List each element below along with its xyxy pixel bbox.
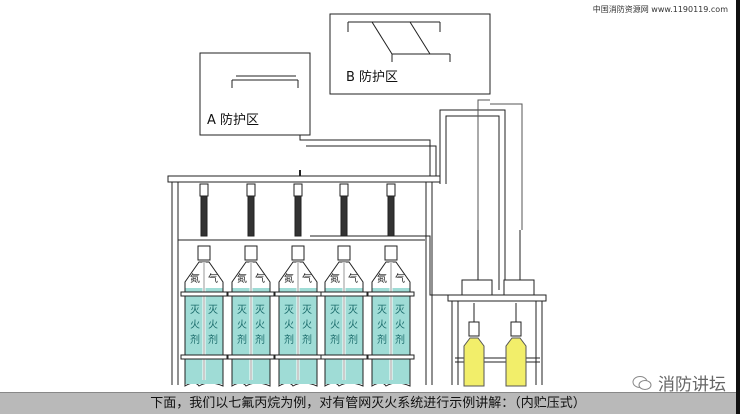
caption-bar: 下面，我们以七氟丙烷为例，对有管网灭火系统进行示例讲解：（内贮压式） [0,392,736,414]
agent-label: 剂 [255,333,265,346]
agent-label: 剂 [284,333,294,346]
agent-label: 灭 [208,304,218,316]
strap [180,354,228,360]
gas-label: 气 [255,272,265,285]
cylinder-valve [291,245,305,261]
logo-text: 消防讲坛 [658,375,726,395]
gas-label: 气 [395,272,405,285]
strap [320,354,368,360]
gas-label: 氮 [190,272,200,285]
start-cylinders [463,321,527,387]
flex-hose [200,195,208,237]
site-watermark: 中国消防资源网 www.1190119.com [592,5,728,14]
agent-label: 剂 [395,333,405,346]
agent-label: 火 [330,319,340,331]
strap [367,291,415,297]
agent-label: 灭 [330,304,340,316]
zone-a-box [199,52,311,136]
agent-label: 火 [395,319,405,331]
strap [227,354,275,360]
agent-label: 灭 [190,304,200,316]
strap [274,291,322,297]
agent-label: 灭 [377,304,387,316]
strap [367,354,415,360]
strap [227,291,275,297]
agent-cylinder: 氮气灭灭火火剂剂 [274,183,322,387]
cylinder-valve [244,245,258,261]
gas-label: 气 [302,272,312,285]
agent-label: 灭 [348,304,358,316]
agent-label: 剂 [377,333,387,346]
agent-label: 剂 [190,333,200,346]
agent-label: 灭 [284,304,294,316]
flex-hose [340,195,348,237]
wechat-icon [632,375,652,390]
start-cylinder [505,321,527,387]
agent-label: 灭 [302,304,312,316]
agent-label: 火 [377,319,387,331]
flex-hose [387,195,395,237]
agent-cylinders: 氮气灭灭火火剂剂氮气灭灭火火剂剂氮气灭灭火火剂剂氮气灭灭火火剂剂氮气灭灭火火剂剂 [180,183,415,387]
agent-label: 火 [190,319,200,331]
gas-label: 气 [208,272,218,285]
strap [180,291,228,297]
gas-label: 氮 [237,272,247,285]
agent-label: 火 [284,319,294,331]
agent-label: 灭 [237,304,247,316]
agent-cylinder: 氮气灭灭火火剂剂 [320,183,368,387]
flex-hose [294,195,302,237]
agent-label: 火 [348,319,358,331]
agent-label: 剂 [302,333,312,346]
right-border [736,0,740,414]
agent-label: 火 [255,319,265,331]
flex-hose [247,195,255,237]
strap [320,291,368,297]
agent-cylinder: 氮气灭灭火火剂剂 [367,183,415,387]
agent-label: 剂 [237,333,247,346]
cylinder-valve [197,245,211,261]
zone-b-label: B 防护区 [346,69,398,85]
logo: 消防讲坛 [632,370,726,395]
cylinder-valve [337,245,351,261]
agent-label: 灭 [255,304,265,316]
gas-label: 氮 [330,272,340,285]
zone-b-box [329,13,491,95]
cylinder-valve [384,245,398,261]
agent-label: 火 [302,319,312,331]
agent-label: 剂 [208,333,218,346]
gas-label: 氮 [377,272,387,285]
agent-cylinder: 氮气灭灭火火剂剂 [227,183,275,387]
start-cylinder [463,321,485,387]
agent-label: 灭 [395,304,405,316]
gas-label: 气 [348,272,358,285]
zone-a-label: A 防护区 [207,112,259,128]
agent-label: 剂 [348,333,358,346]
agent-label: 火 [208,319,218,331]
gas-label: 氮 [284,272,294,285]
agent-cylinder: 氮气灭灭火火剂剂 [180,183,228,387]
agent-label: 剂 [330,333,340,346]
strap [274,354,322,360]
agent-label: 火 [237,319,247,331]
